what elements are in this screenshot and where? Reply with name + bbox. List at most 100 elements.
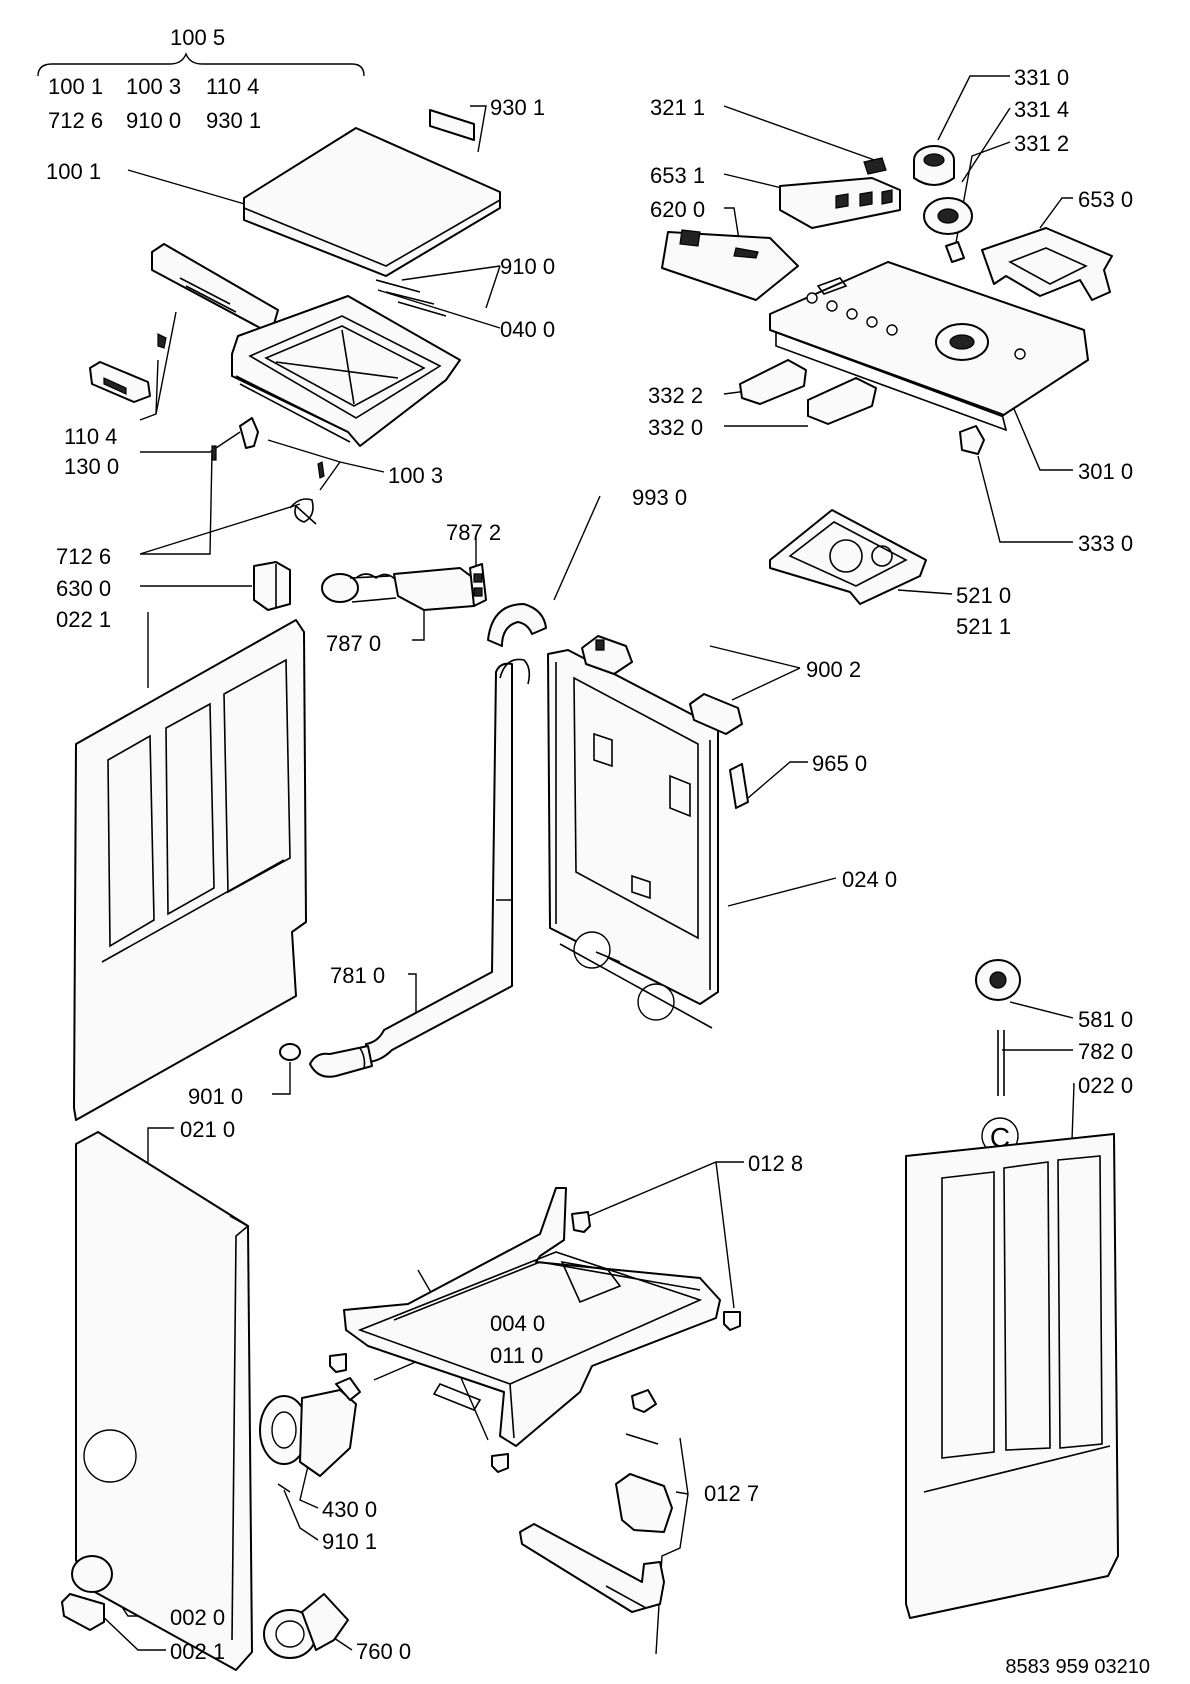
label-5210: 521 0 [956, 583, 1011, 608]
part-1300-hinge [239, 417, 259, 449]
part-3330-button [959, 425, 985, 455]
part-0128-foot [571, 1211, 591, 1233]
part-0127-lever [519, 1523, 665, 1613]
part-7810-hose [309, 658, 531, 1078]
label-9930: 993 0 [632, 485, 687, 510]
label-7810: 781 0 [330, 963, 385, 988]
part-0221-side-panel [73, 619, 307, 1121]
part-3010-control-panel [769, 261, 1089, 432]
part-9002-clip-lower [689, 693, 743, 735]
part-3211-switch [863, 157, 887, 175]
label-kit-1001: 100 1 [48, 74, 103, 99]
part-0400-rod [375, 279, 447, 317]
label-0221: 022 1 [56, 607, 111, 632]
label-3310: 331 0 [1014, 65, 1069, 90]
part-9101-screw [277, 1483, 291, 1493]
part-6530-bracket [981, 227, 1113, 301]
part-foot-front [491, 1453, 509, 1473]
label-7126: 712 6 [56, 544, 111, 569]
part-3322-dispenser [739, 359, 807, 405]
spring-icon [289, 498, 317, 525]
label-5211: 521 1 [956, 614, 1011, 639]
label-0400: 040 0 [500, 317, 555, 342]
label-0220: 022 0 [1078, 1073, 1133, 1098]
label-4300: 430 0 [322, 1497, 377, 1522]
part-0128-foot-right [723, 1311, 741, 1331]
part-6200-panel-foil [661, 229, 799, 301]
label-9650: 965 0 [812, 751, 867, 776]
part-6300-box [253, 561, 291, 611]
part-7126-clip [211, 445, 217, 461]
part-0240-rear-frame [547, 649, 719, 1029]
label-3312: 331 2 [1014, 131, 1069, 156]
part-6531-board [779, 177, 901, 229]
part-9930-elbow [487, 603, 547, 647]
part-3312-shaft [945, 241, 965, 263]
part-7870-hose [321, 567, 477, 611]
label-1300: 130 0 [64, 454, 119, 479]
label-6300: 630 0 [56, 576, 111, 601]
label-0240: 024 0 [842, 867, 897, 892]
part-9650-filter [729, 763, 749, 809]
part-4300-drain-pump [259, 1377, 361, 1477]
part-3310-knob [913, 145, 955, 186]
label-3322: 332 2 [648, 383, 703, 408]
part-labels: 100 5 100 1 100 3 110 4 712 6 910 0 930 … [46, 25, 1133, 1664]
label-3211: 321 1 [650, 95, 705, 120]
part-0127-pin [625, 1433, 659, 1445]
part-1104-trim [151, 243, 279, 331]
label-1005-head: 100 5 [170, 25, 225, 50]
label-3314: 331 4 [1014, 97, 1069, 122]
label-0020: 002 0 [170, 1605, 225, 1630]
part-foot-left [329, 1353, 347, 1373]
part-7820-tube [997, 1030, 1005, 1096]
part-7600-filter [263, 1593, 349, 1659]
label-3320: 332 0 [648, 415, 703, 440]
part-lid-frame [231, 295, 461, 447]
part-9010-cap [279, 1043, 301, 1061]
label-kit-1104: 110 4 [206, 74, 259, 99]
part-0220-side-panel [905, 1133, 1119, 1619]
part-1001-top-lid [243, 127, 501, 277]
label-0021: 002 1 [170, 1639, 225, 1664]
part-3320-dispenser [807, 377, 877, 425]
label-9101: 910 1 [322, 1529, 377, 1554]
part-9002-clip-top [581, 635, 633, 675]
label-kit-7126: 712 6 [48, 108, 103, 133]
label-7872: 787 2 [446, 520, 501, 545]
label-9100: 910 0 [500, 254, 555, 279]
label-7820: 782 0 [1078, 1039, 1133, 1064]
label-1003: 100 3 [388, 463, 443, 488]
label-3330: 333 0 [1078, 531, 1133, 556]
label-0210: 021 0 [180, 1117, 235, 1142]
screw-icon [157, 333, 167, 349]
label-6530: 653 0 [1078, 187, 1133, 212]
part-7872-connector [469, 563, 487, 607]
label-0040: 004 0 [490, 1311, 545, 1336]
label-kit-9100: 910 0 [126, 108, 181, 133]
label-0128: 012 8 [748, 1151, 803, 1176]
label-5810: 581 0 [1078, 1007, 1133, 1032]
part-1104-handle [89, 361, 151, 403]
part-5810-pressure-switch [975, 959, 1021, 1001]
label-kit-9301: 930 1 [206, 108, 261, 133]
part-9301-strip [429, 109, 475, 141]
part-0127-clip [631, 1389, 657, 1413]
label-0127: 012 7 [704, 1481, 759, 1506]
part-5210-electronic-module [769, 509, 927, 605]
part-0021-bracket [61, 1593, 105, 1631]
label-3010: 301 0 [1078, 459, 1133, 484]
label-7870: 787 0 [326, 631, 381, 656]
part-0127-bracket [615, 1473, 673, 1533]
part-0020-cover [71, 1555, 113, 1593]
label-9301: 930 1 [490, 95, 545, 120]
label-1104: 110 4 [64, 424, 117, 449]
part-0040-base-frame [343, 1187, 721, 1447]
label-9002: 900 2 [806, 657, 861, 682]
label-7600: 760 0 [356, 1639, 411, 1664]
label-0110: 011 0 [490, 1343, 543, 1368]
label-6200: 620 0 [650, 197, 705, 222]
document-id: 8583 959 03210 [1005, 1656, 1150, 1678]
label-kit-1003: 100 3 [126, 74, 181, 99]
